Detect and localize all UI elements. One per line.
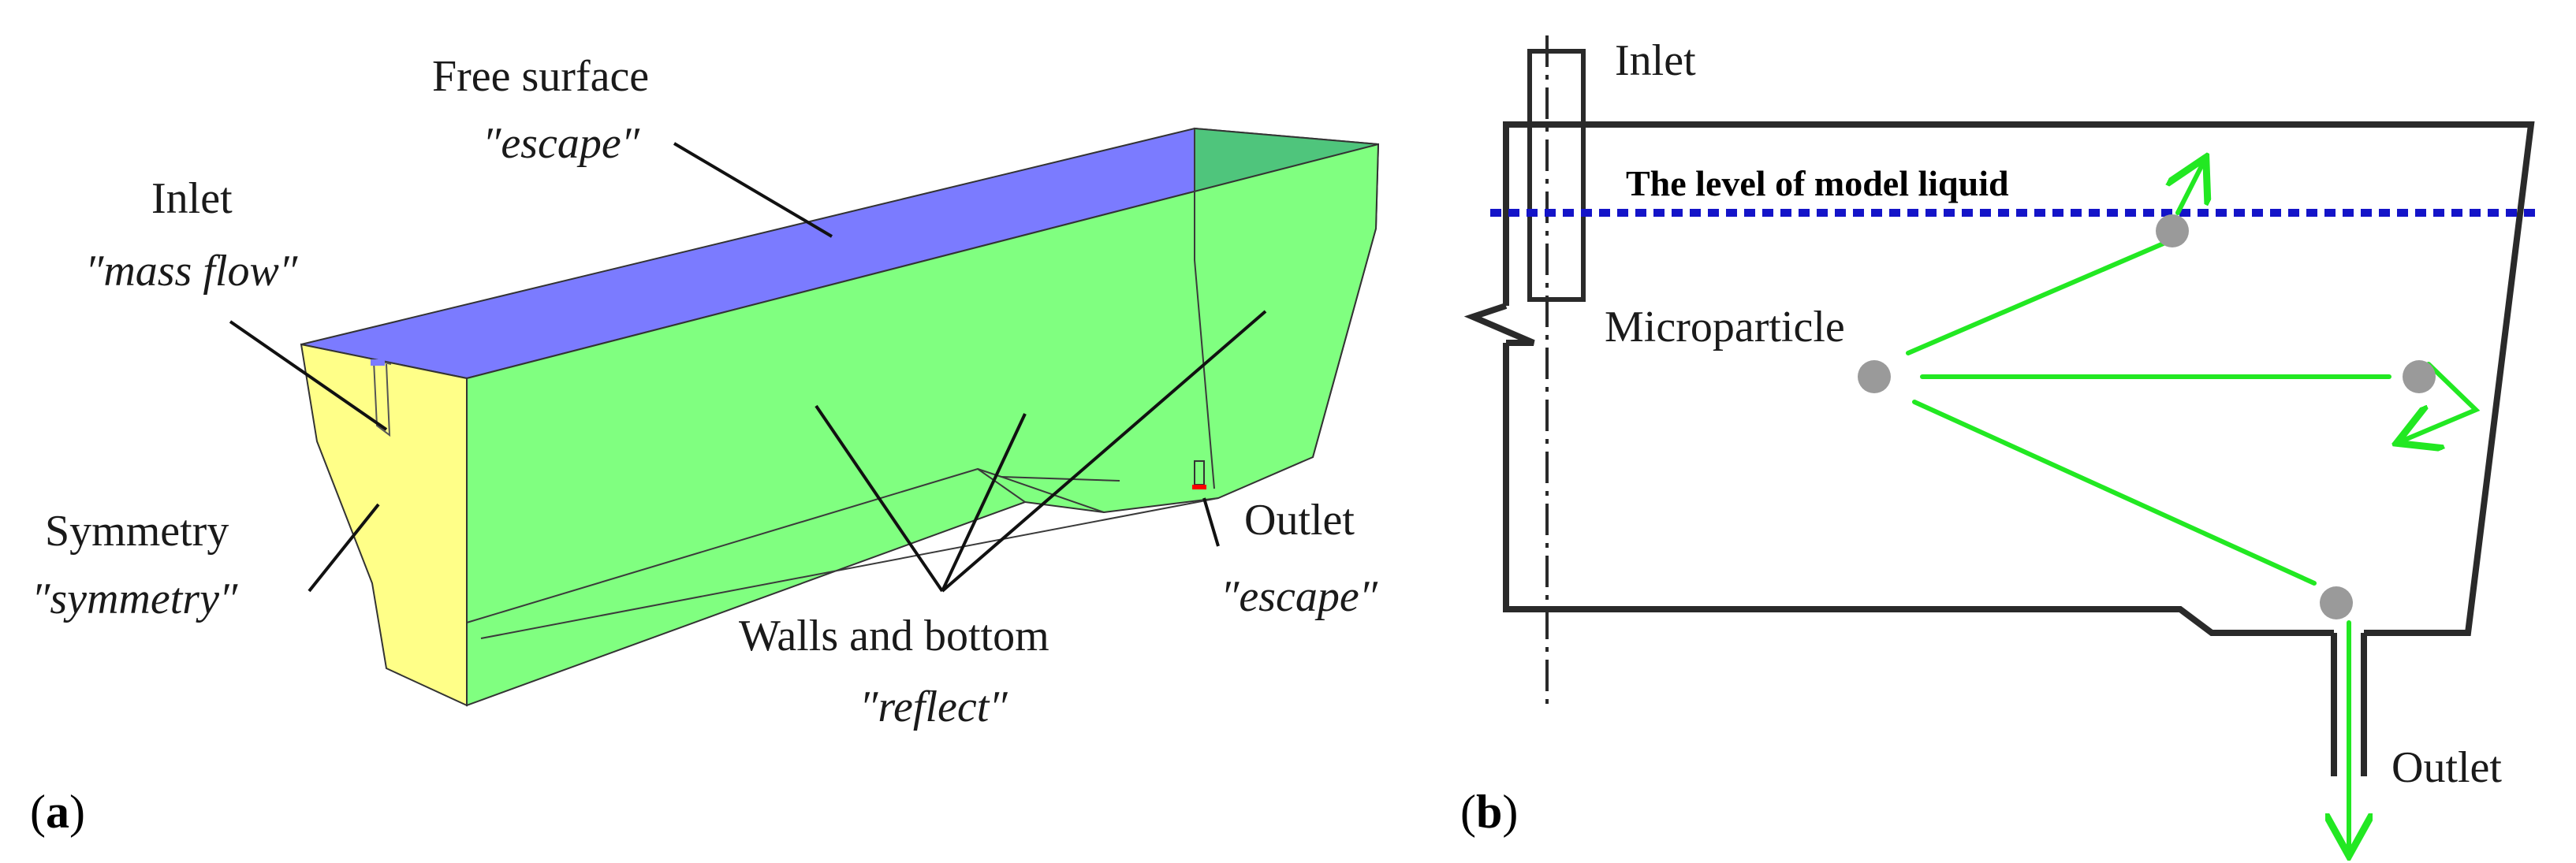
symmetry-face	[300, 343, 468, 707]
outlet-stub	[1194, 460, 1205, 485]
inlet-pipe	[1527, 49, 1586, 302]
panel-label-b: (b)	[1460, 786, 1518, 838]
leader-lines-a	[229, 142, 1267, 593]
walls-bc: ″reflect″	[859, 683, 1008, 731]
wall-edges	[466, 128, 1219, 639]
free-surface-bc: ″escape″	[483, 119, 640, 168]
trajectories	[1906, 162, 2481, 851]
panel-a-3d-model: Free surface ″escape″ Inlet ″mass flow″ …	[30, 52, 1380, 838]
particle-outlet	[2320, 586, 2353, 619]
panel-label-a: (a)	[30, 786, 85, 838]
inlet-pipe-top	[371, 359, 385, 366]
inlet-label-b: Inlet	[1615, 36, 1696, 85]
vessel-outline	[1503, 121, 2535, 636]
symmetry-label: Symmetry	[45, 507, 229, 556]
walls-label: Walls and bottom	[739, 612, 1049, 660]
free-surface-label: Free surface	[432, 52, 649, 101]
outlet-label-b: Outlet	[2391, 743, 2502, 792]
microparticle-label: Microparticle	[1605, 303, 1845, 352]
inlet-label-a: Inlet	[151, 174, 233, 223]
panel-b-schematic: Inlet The level of model liquid Micropar…	[1460, 35, 2537, 851]
particle-origin	[1858, 360, 1891, 393]
symmetry-bc: ″symmetry″	[32, 575, 238, 623]
inlet-bc: ″mass flow″	[85, 247, 298, 296]
particle-wall	[2403, 360, 2436, 393]
outlet-bc: ″escape″	[1221, 572, 1378, 621]
particle-surface	[2156, 214, 2189, 247]
particles	[1858, 214, 2436, 619]
wall-break	[1463, 303, 1535, 346]
outlet-pipe	[2331, 633, 2367, 776]
liquid-level-label: The level of model liquid	[1626, 163, 2009, 203]
outlet-label-a: Outlet	[1244, 496, 1355, 545]
